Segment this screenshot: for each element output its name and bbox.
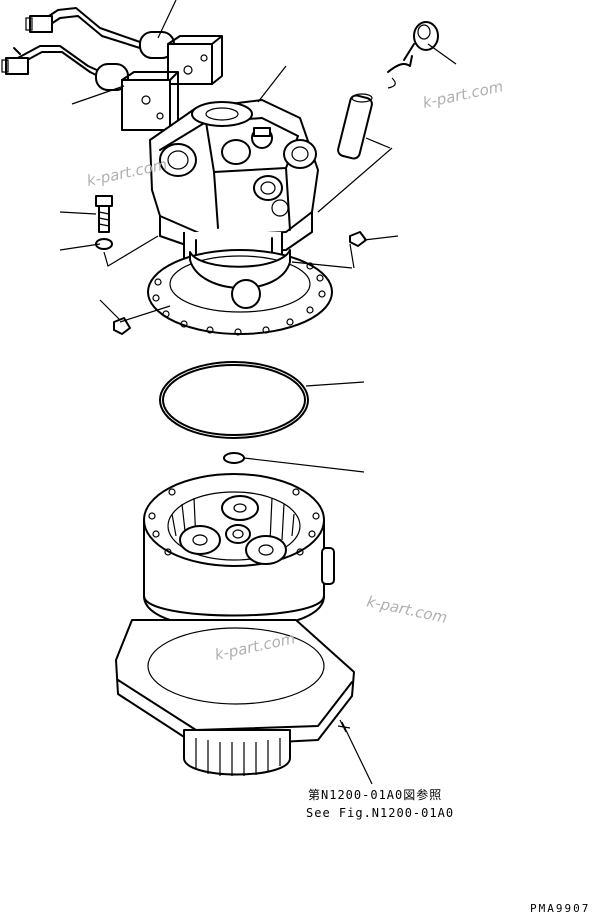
mounting-bolt: [95, 195, 113, 233]
mounting-plate: [115, 619, 355, 747]
reference-note-jp: 第N1200-01A0図参照: [308, 788, 443, 802]
connector-plug: [29, 15, 53, 33]
solenoid-valve: [95, 63, 179, 131]
motor-housing: [147, 232, 333, 336]
connector-plug: [5, 57, 29, 75]
swing-machinery: [115, 473, 355, 776]
sun-gear: [225, 524, 251, 544]
planet-gear: [179, 525, 221, 555]
watermark: k-part.com: [421, 77, 505, 112]
planet-gear: [221, 495, 259, 521]
level-gauge: [337, 21, 439, 160]
plug: [113, 317, 131, 335]
watermark: k-part.com: [365, 592, 449, 627]
reference-note-en: See Fig.N1200-01A0: [306, 806, 455, 820]
solenoid-valve: [139, 31, 223, 85]
page-code: PMA9907: [530, 902, 591, 915]
wire-harness: [1, 7, 141, 83]
planet-gear: [245, 535, 287, 565]
leader-lines: [59, 0, 457, 785]
pinion-gear: [183, 729, 291, 776]
o-ring-large: [159, 361, 309, 439]
plug: [349, 231, 367, 247]
ring-gear-teeth: [171, 497, 295, 543]
o-ring-small: [223, 452, 245, 464]
swing-motor: [149, 99, 319, 253]
